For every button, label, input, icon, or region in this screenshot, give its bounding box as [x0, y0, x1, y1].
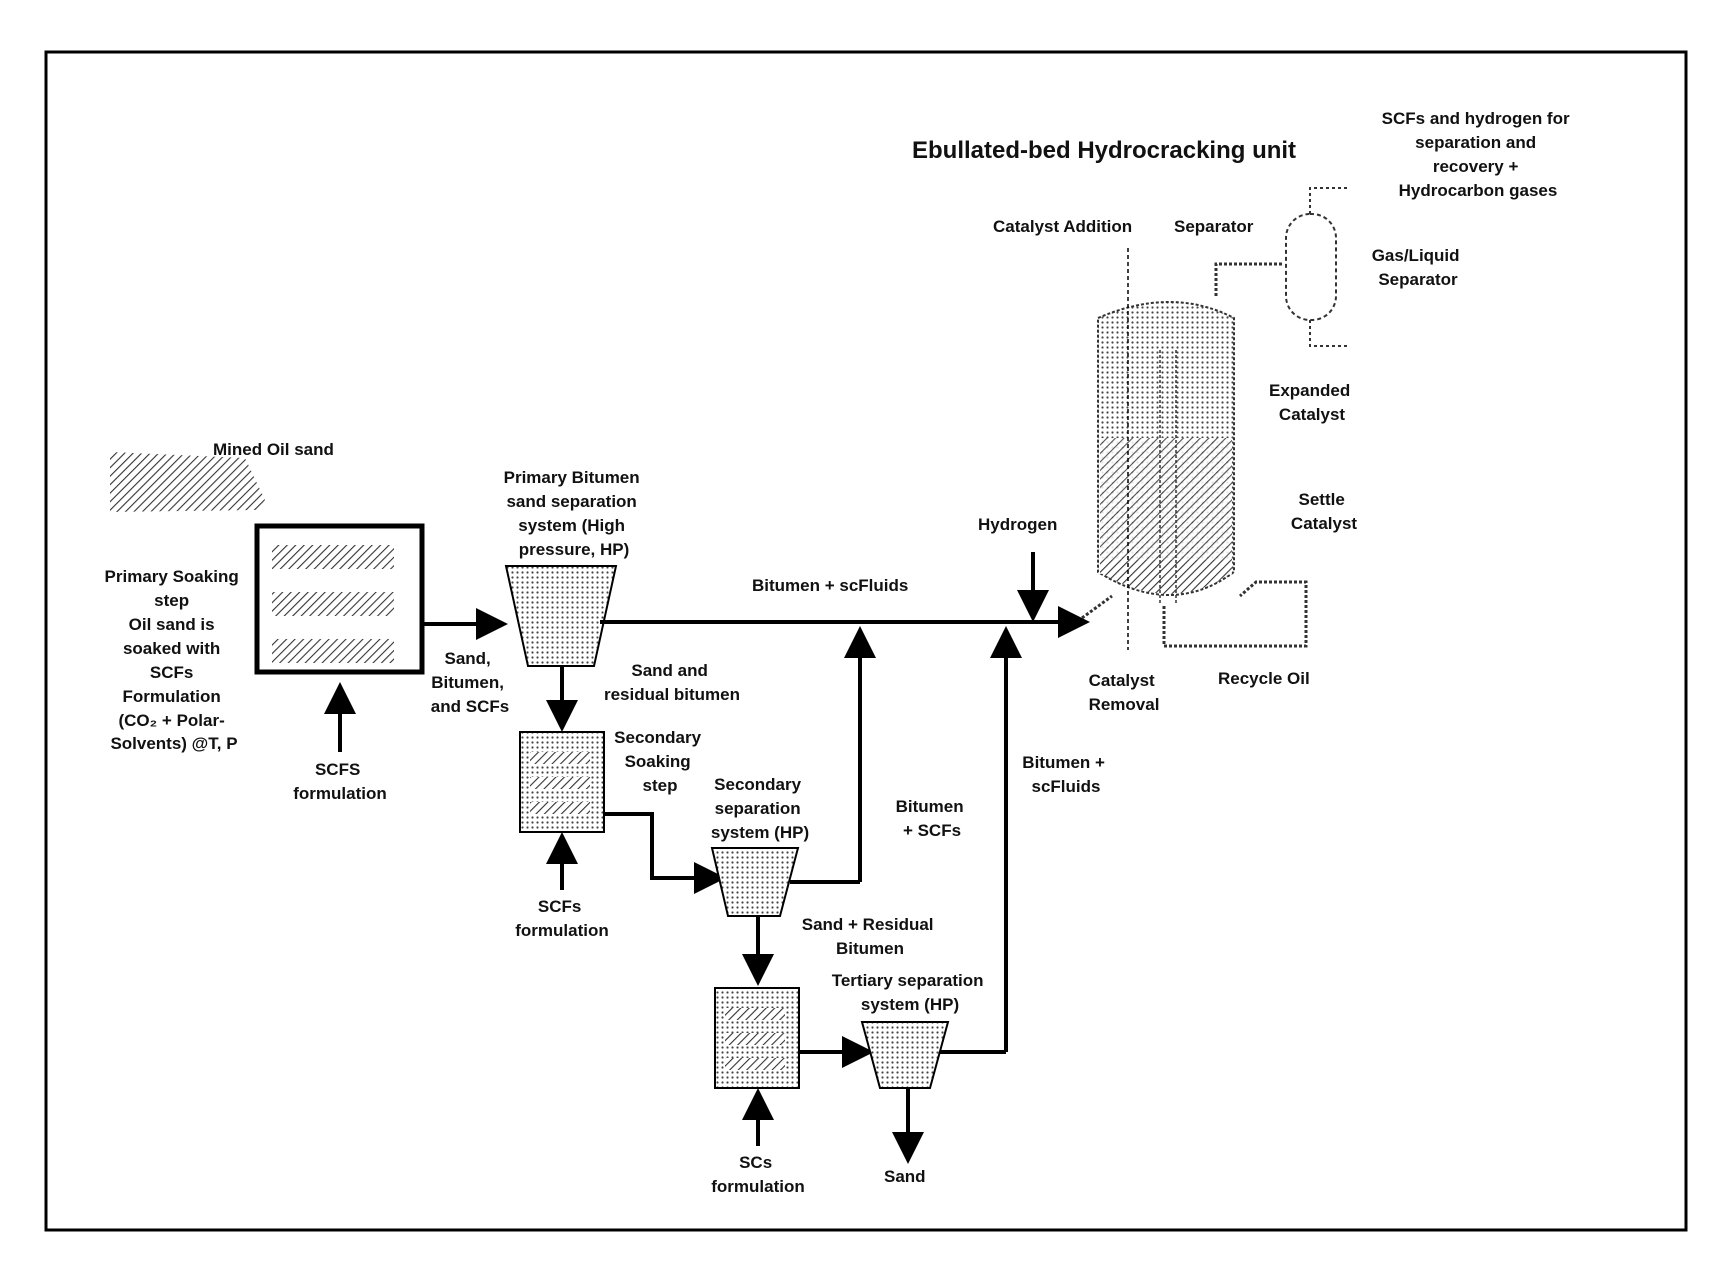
secondary-separator — [712, 848, 798, 916]
primary-soaking-layer-2 — [272, 592, 394, 616]
scs-formulation-label: SCs formulation — [711, 1153, 805, 1196]
gas-outlet-line — [1310, 188, 1348, 214]
tertiary-soaking-layer-1 — [725, 1008, 785, 1020]
sand-residual-2-label: Sand + Residual Bitumen — [802, 915, 939, 958]
hydrogen-label: Hydrogen — [978, 515, 1057, 534]
diagram-title: Ebullated-bed Hydrocracking unit — [912, 137, 1296, 164]
primary-soaking-layer-1 — [272, 545, 394, 569]
secondary-feed-line — [604, 814, 718, 878]
secondary-soaking-layer-2 — [530, 777, 590, 789]
scfs-formulation-label: SCFS formulation — [293, 760, 387, 803]
secondary-separation-label: Secondary separation system (HP) — [711, 775, 809, 842]
scfs-hydrogen-label: SCFs and hydrogen for separation and rec… — [1382, 109, 1575, 200]
bitumen-scfluids-top-label: Bitumen + scFluids — [752, 576, 908, 595]
sand-bitumen-scfs-label: Sand, Bitumen, and SCFs — [431, 649, 509, 716]
secondary-soaking-layer-1 — [530, 752, 590, 764]
settle-catalyst-label: Settle Catalyst — [1291, 490, 1357, 533]
reactor-bottom — [1100, 560, 1232, 594]
bitumen-scfluids-right-label: Bitumen + scFluids — [1022, 753, 1109, 796]
expanded-catalyst-label: Expanded Catalyst — [1269, 381, 1355, 424]
liquid-outlet-line — [1310, 320, 1348, 346]
catalyst-addition-label: Catalyst Addition — [993, 217, 1132, 236]
primary-soaking-layer-3 — [272, 639, 394, 663]
expanded-catalyst-bed — [1100, 438, 1232, 574]
reactor-feed-nozzle — [1082, 596, 1112, 618]
bitumen-scfs-label: Bitumen + SCFs — [896, 797, 969, 840]
catalyst-removal-label: Catalyst Removal — [1089, 671, 1160, 714]
sand-residual-label: Sand and residual bitumen — [604, 661, 740, 704]
tertiary-separation-label: Tertiary separation system (HP) — [832, 971, 989, 1014]
gas-liquid-separator-label: Gas/Liquid Separator — [1372, 246, 1465, 289]
reactor-overhead-line — [1216, 264, 1282, 296]
primary-separator-label: Primary Bitumen sand separation system (… — [504, 468, 645, 559]
scfs-formulation-2-label: SCFs formulation — [515, 897, 609, 940]
tertiary-soaking-layer-3 — [725, 1058, 785, 1070]
secondary-soaking-layer-3 — [530, 802, 590, 814]
primary-soaking-label: Primary Soaking step Oil sand is soaked … — [105, 567, 244, 753]
secondary-soaking-label: Secondary Soaking step — [614, 728, 706, 795]
primary-separator — [506, 566, 616, 666]
mined-oil-sand-pile — [110, 452, 265, 512]
gas-liquid-separator — [1286, 214, 1336, 320]
separator-label: Separator — [1174, 217, 1254, 236]
mined-oil-sand-label: Mined Oil sand — [213, 440, 334, 459]
recycle-oil-label: Recycle Oil — [1218, 669, 1310, 688]
tertiary-separator — [862, 1022, 948, 1088]
tertiary-soaking-layer-2 — [725, 1033, 785, 1045]
sand-label: Sand — [884, 1167, 926, 1186]
